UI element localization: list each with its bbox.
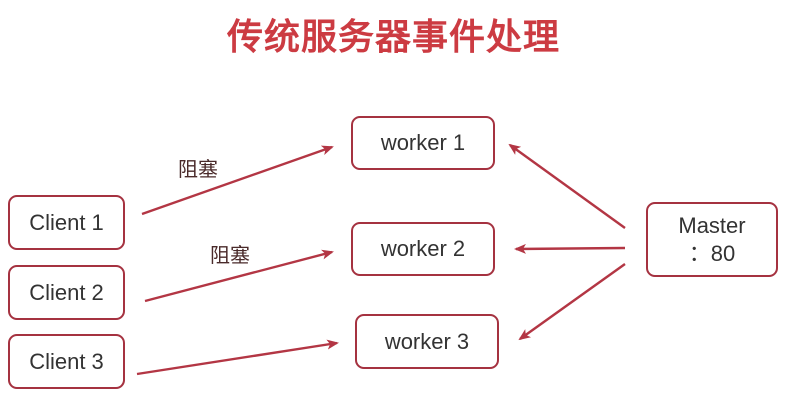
edge-label-blocking-2: 阻塞: [210, 243, 250, 267]
client-3-node: Client 3: [8, 334, 125, 389]
master-port-label: ：80: [688, 240, 736, 266]
worker-3-node: worker 3: [355, 314, 499, 369]
client-2-node: Client 2: [8, 265, 125, 320]
client-2-label: Client 2: [29, 279, 104, 305]
arrow-client3-worker3: [136, 339, 339, 376]
worker-2-node: worker 2: [351, 222, 495, 276]
worker-1-node: worker 1: [351, 116, 495, 170]
client-1-label: Client 1: [29, 209, 104, 235]
page-title: 传统服务器事件处理: [226, 17, 560, 58]
arrow-client1-worker1: [141, 145, 334, 216]
worker-3-label: worker 3: [384, 328, 470, 354]
arrow-master-worker2: [514, 243, 626, 254]
master-label: Master: [678, 213, 746, 238]
arrow-master-worker1: [508, 143, 626, 229]
master-node: Master ：80: [646, 202, 778, 277]
arrow-client2-worker2: [144, 249, 334, 303]
client-1-node: Client 1: [8, 195, 125, 250]
edge-label-blocking-1: 阻塞: [178, 157, 218, 181]
worker-1-label: worker 1: [380, 130, 466, 156]
arrow-master-worker3: [518, 263, 626, 341]
worker-2-label: worker 2: [380, 236, 466, 262]
client-3-label: Client 3: [29, 348, 104, 374]
